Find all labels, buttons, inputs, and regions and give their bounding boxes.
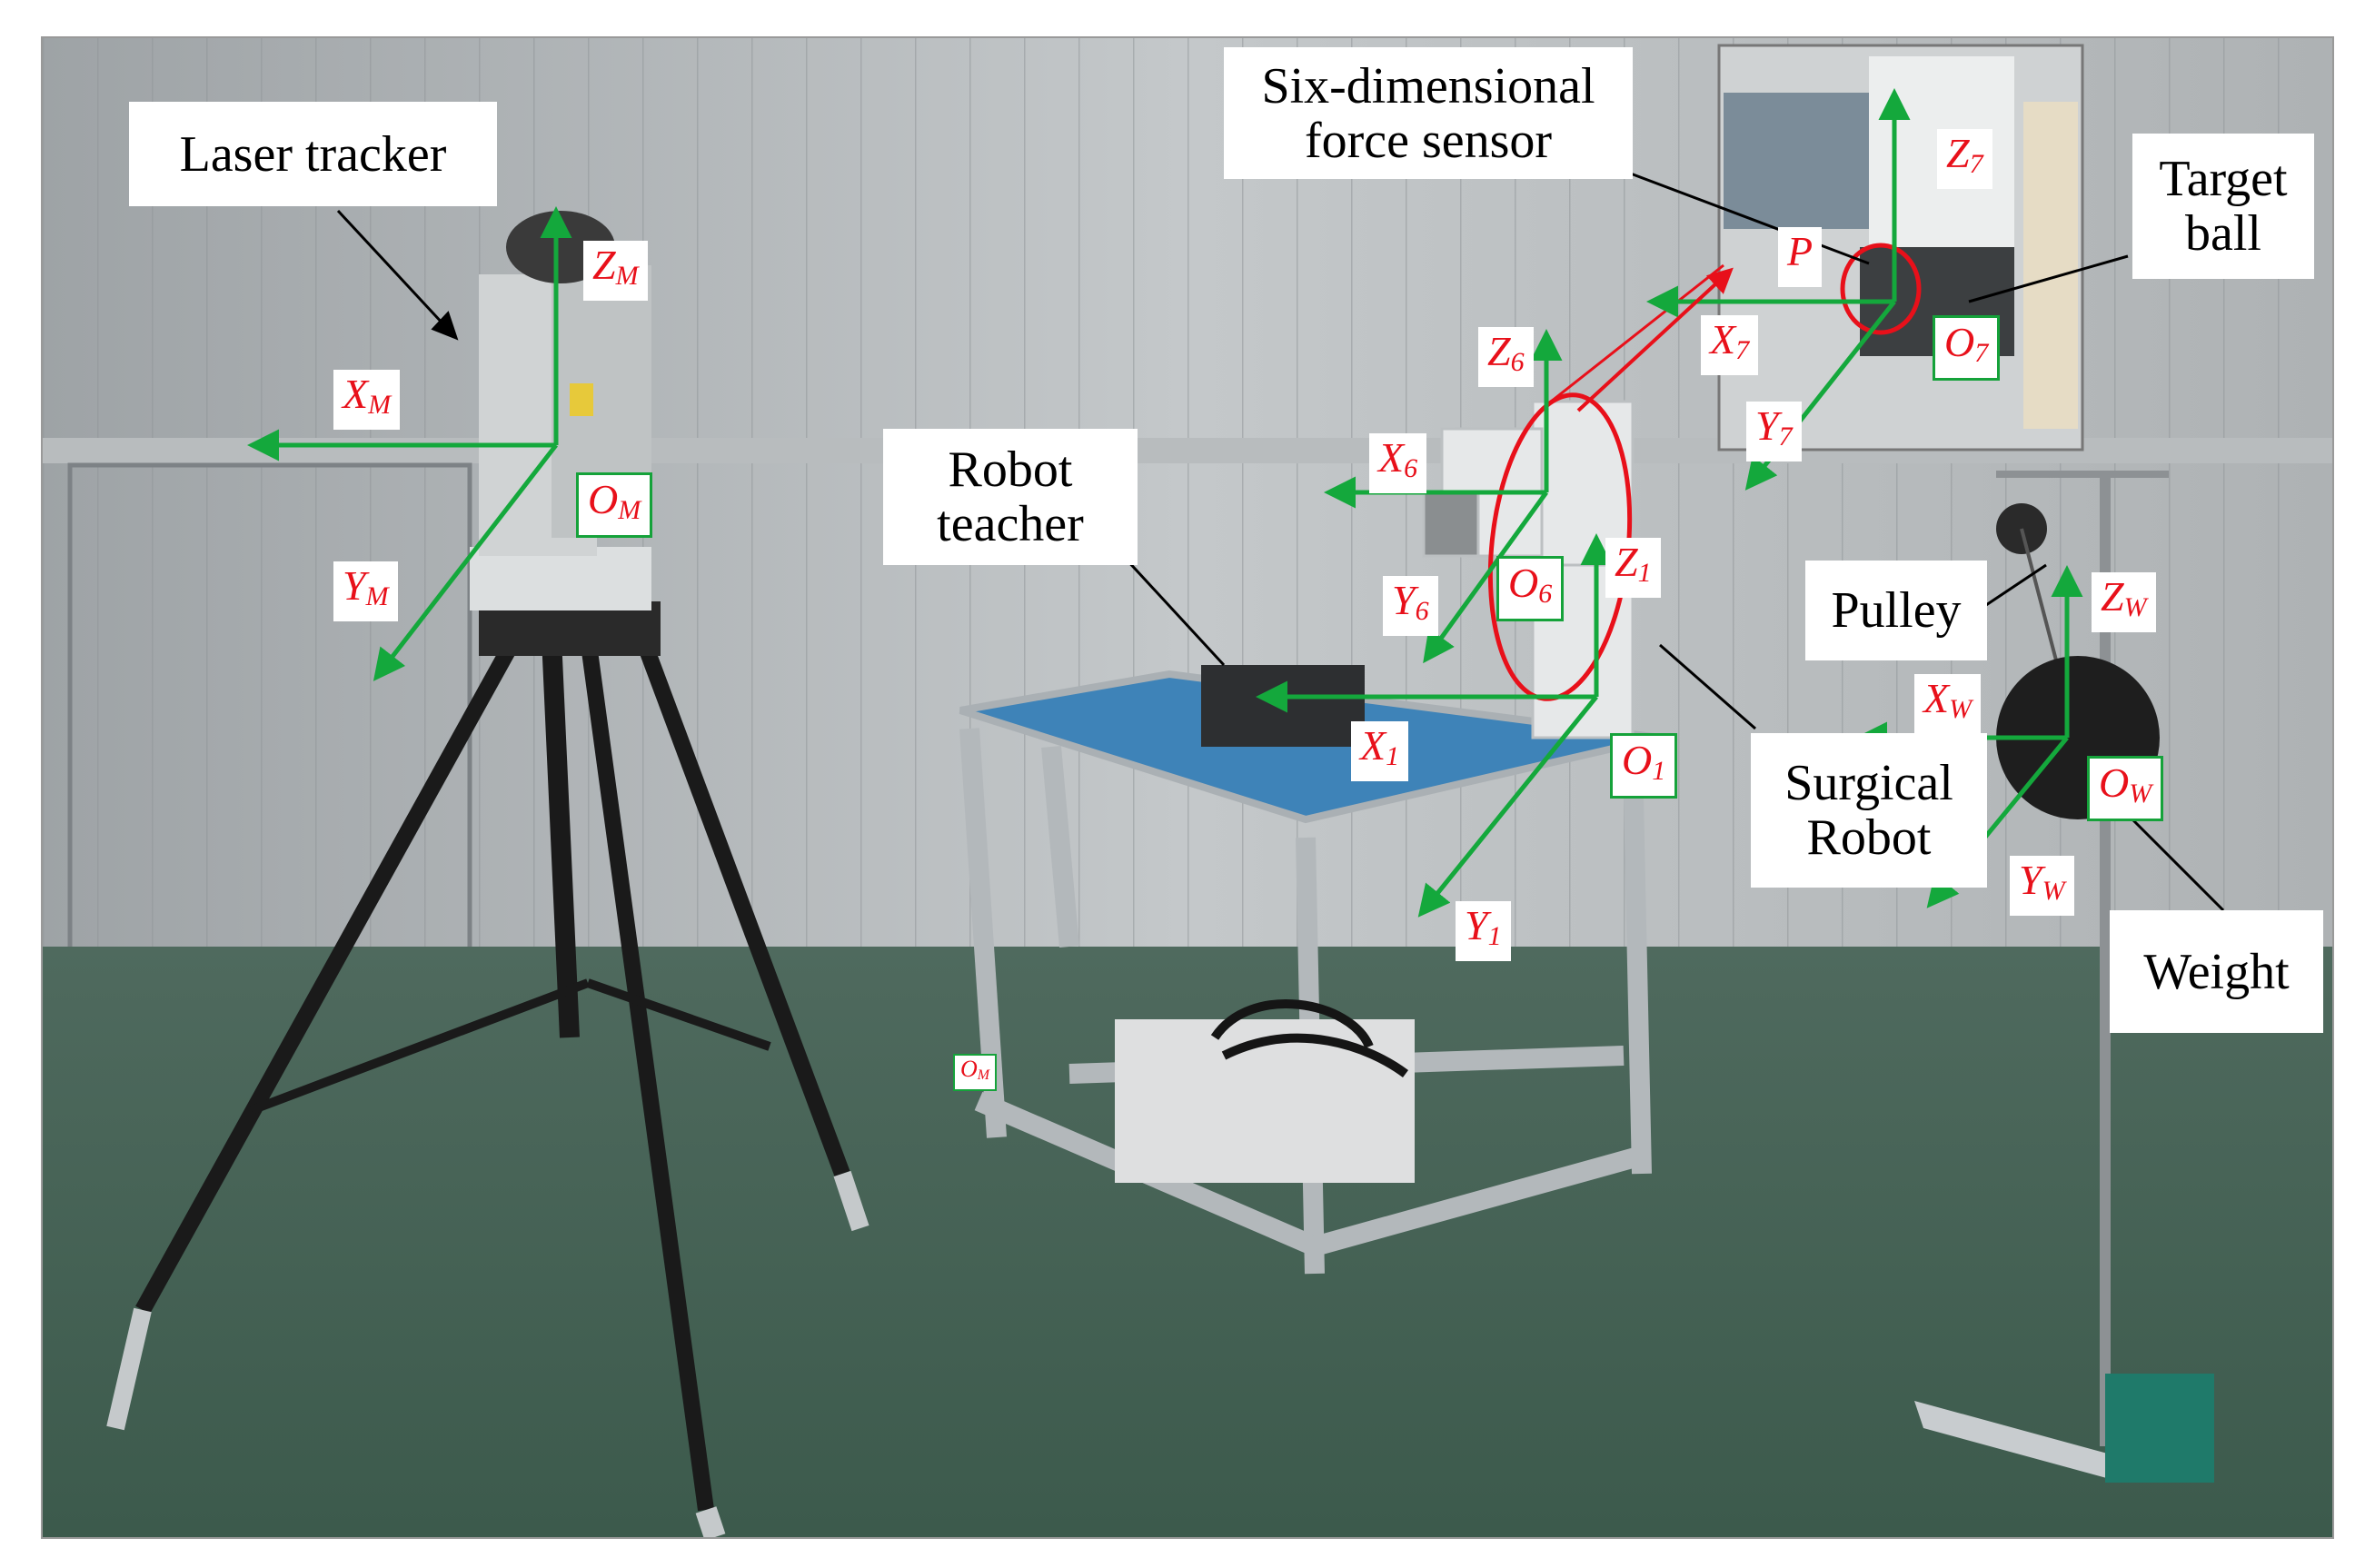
label-y6: Y6 — [1383, 576, 1438, 636]
label-z7: Z7 — [1937, 129, 1992, 189]
axis-y6 — [1423, 491, 1549, 664]
axis-ym — [373, 443, 558, 681]
label-yw: YW — [2010, 856, 2074, 916]
label-zm: ZM — [583, 241, 648, 301]
callout-surgical-robot: Surgical Robot — [1751, 733, 1987, 888]
label-o1: O1 — [1610, 733, 1678, 799]
label-y7: Y7 — [1746, 402, 1802, 461]
cables — [1210, 999, 1408, 1078]
label-xw: XW — [1914, 674, 1982, 734]
label-z1: Z1 — [1605, 538, 1661, 598]
label-z6: Z6 — [1478, 327, 1534, 387]
label-zw: ZW — [2092, 572, 2156, 632]
callout-weight: Weight — [2110, 910, 2323, 1033]
label-ow: OW — [2087, 756, 2164, 821]
label-y1: Y1 — [1456, 901, 1511, 961]
axis-y1 — [1417, 695, 1598, 918]
callout-pulley: Pulley — [1805, 561, 1987, 660]
label-o7: O7 — [1933, 315, 2001, 381]
label-x6: X6 — [1369, 433, 1427, 493]
vector-p — [1576, 267, 1734, 412]
label-xm: XM — [333, 370, 401, 430]
label-o6: O6 — [1496, 556, 1565, 621]
label-om: OM — [576, 472, 653, 538]
label-om-floor: OM — [953, 1054, 998, 1091]
callout-force-sensor: Six-dimensional force sensor — [1224, 47, 1633, 179]
label-p: P — [1778, 227, 1823, 287]
ring-connector-line — [1550, 263, 1724, 403]
callout-laser-tracker: Laser tracker — [129, 102, 497, 206]
laser-tracker-head — [470, 211, 651, 610]
experimental-setup-photo: Laser tracker Six-dimensional force sens… — [41, 36, 2334, 1539]
callout-robot-teacher: Robot teacher — [883, 429, 1138, 565]
target-ball-ring — [1840, 243, 1922, 335]
callout-target-ball: Target ball — [2132, 134, 2314, 279]
leader-lines — [336, 171, 2225, 912]
inset-photo — [1717, 44, 2084, 452]
robot-teacher-device — [1201, 665, 1365, 747]
label-ym: YM — [333, 561, 398, 621]
label-x1: X1 — [1351, 721, 1409, 781]
scene-drawing — [43, 38, 2332, 1537]
label-x7: X7 — [1701, 315, 1759, 375]
pulley-stand — [1914, 471, 2214, 1483]
